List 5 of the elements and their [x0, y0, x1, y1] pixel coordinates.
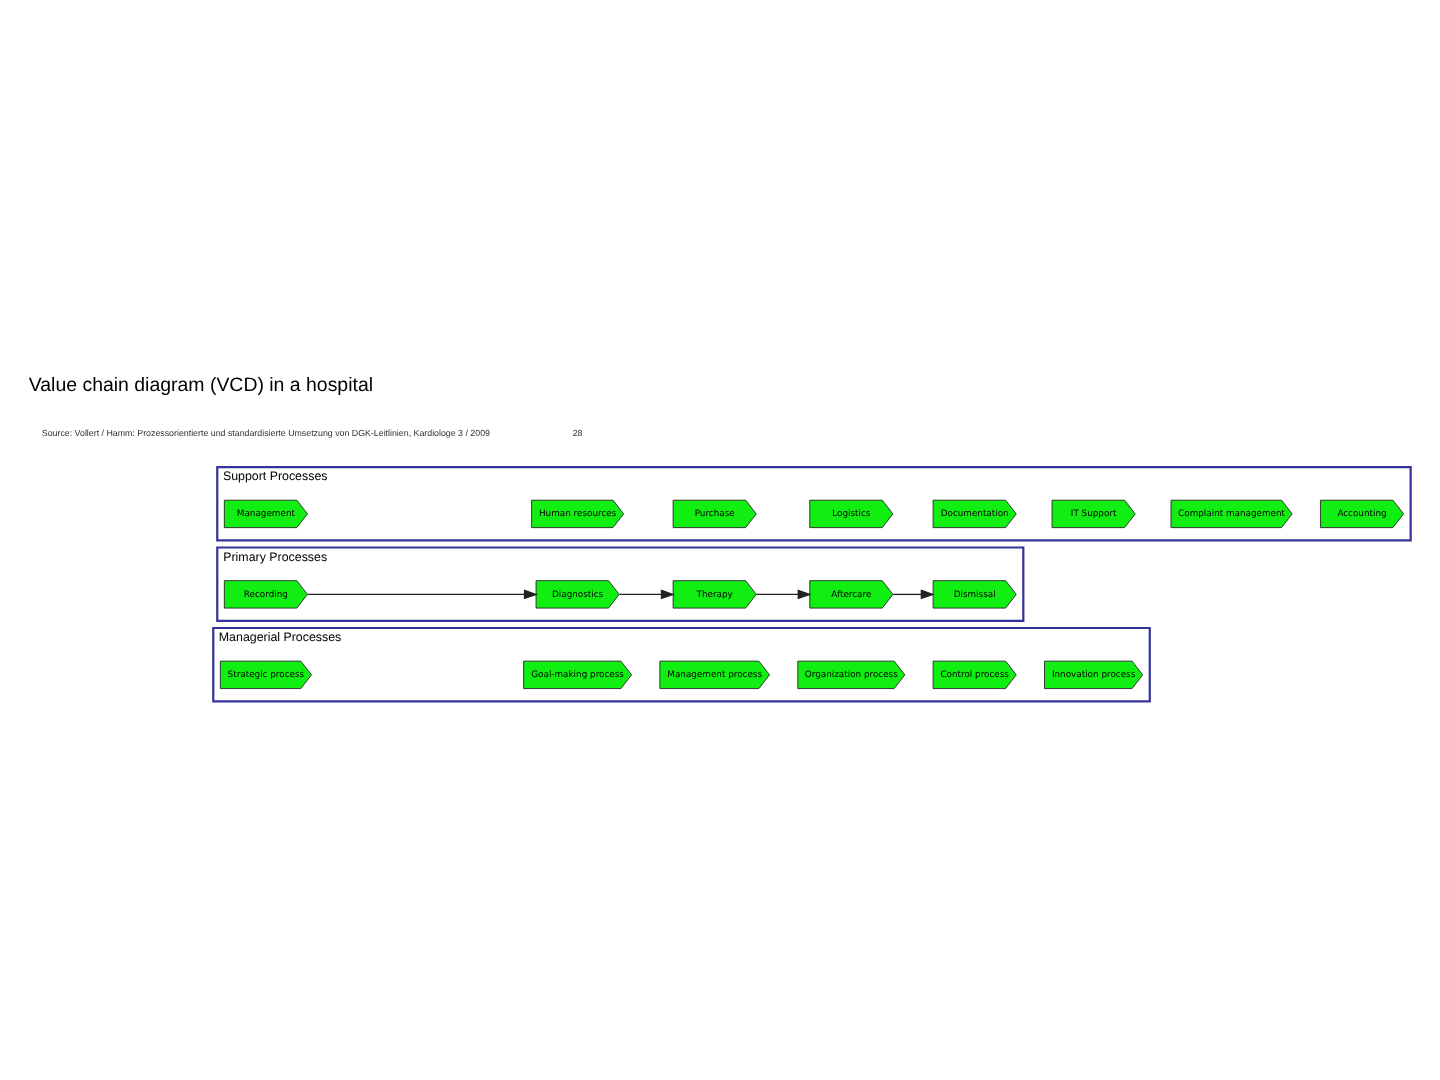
arrow	[892, 589, 935, 600]
arrow	[306, 589, 539, 600]
diagram-title: Value chain diagram (VCD) in a hospital	[28, 374, 374, 397]
arrow	[618, 589, 675, 600]
arrow	[755, 589, 812, 600]
